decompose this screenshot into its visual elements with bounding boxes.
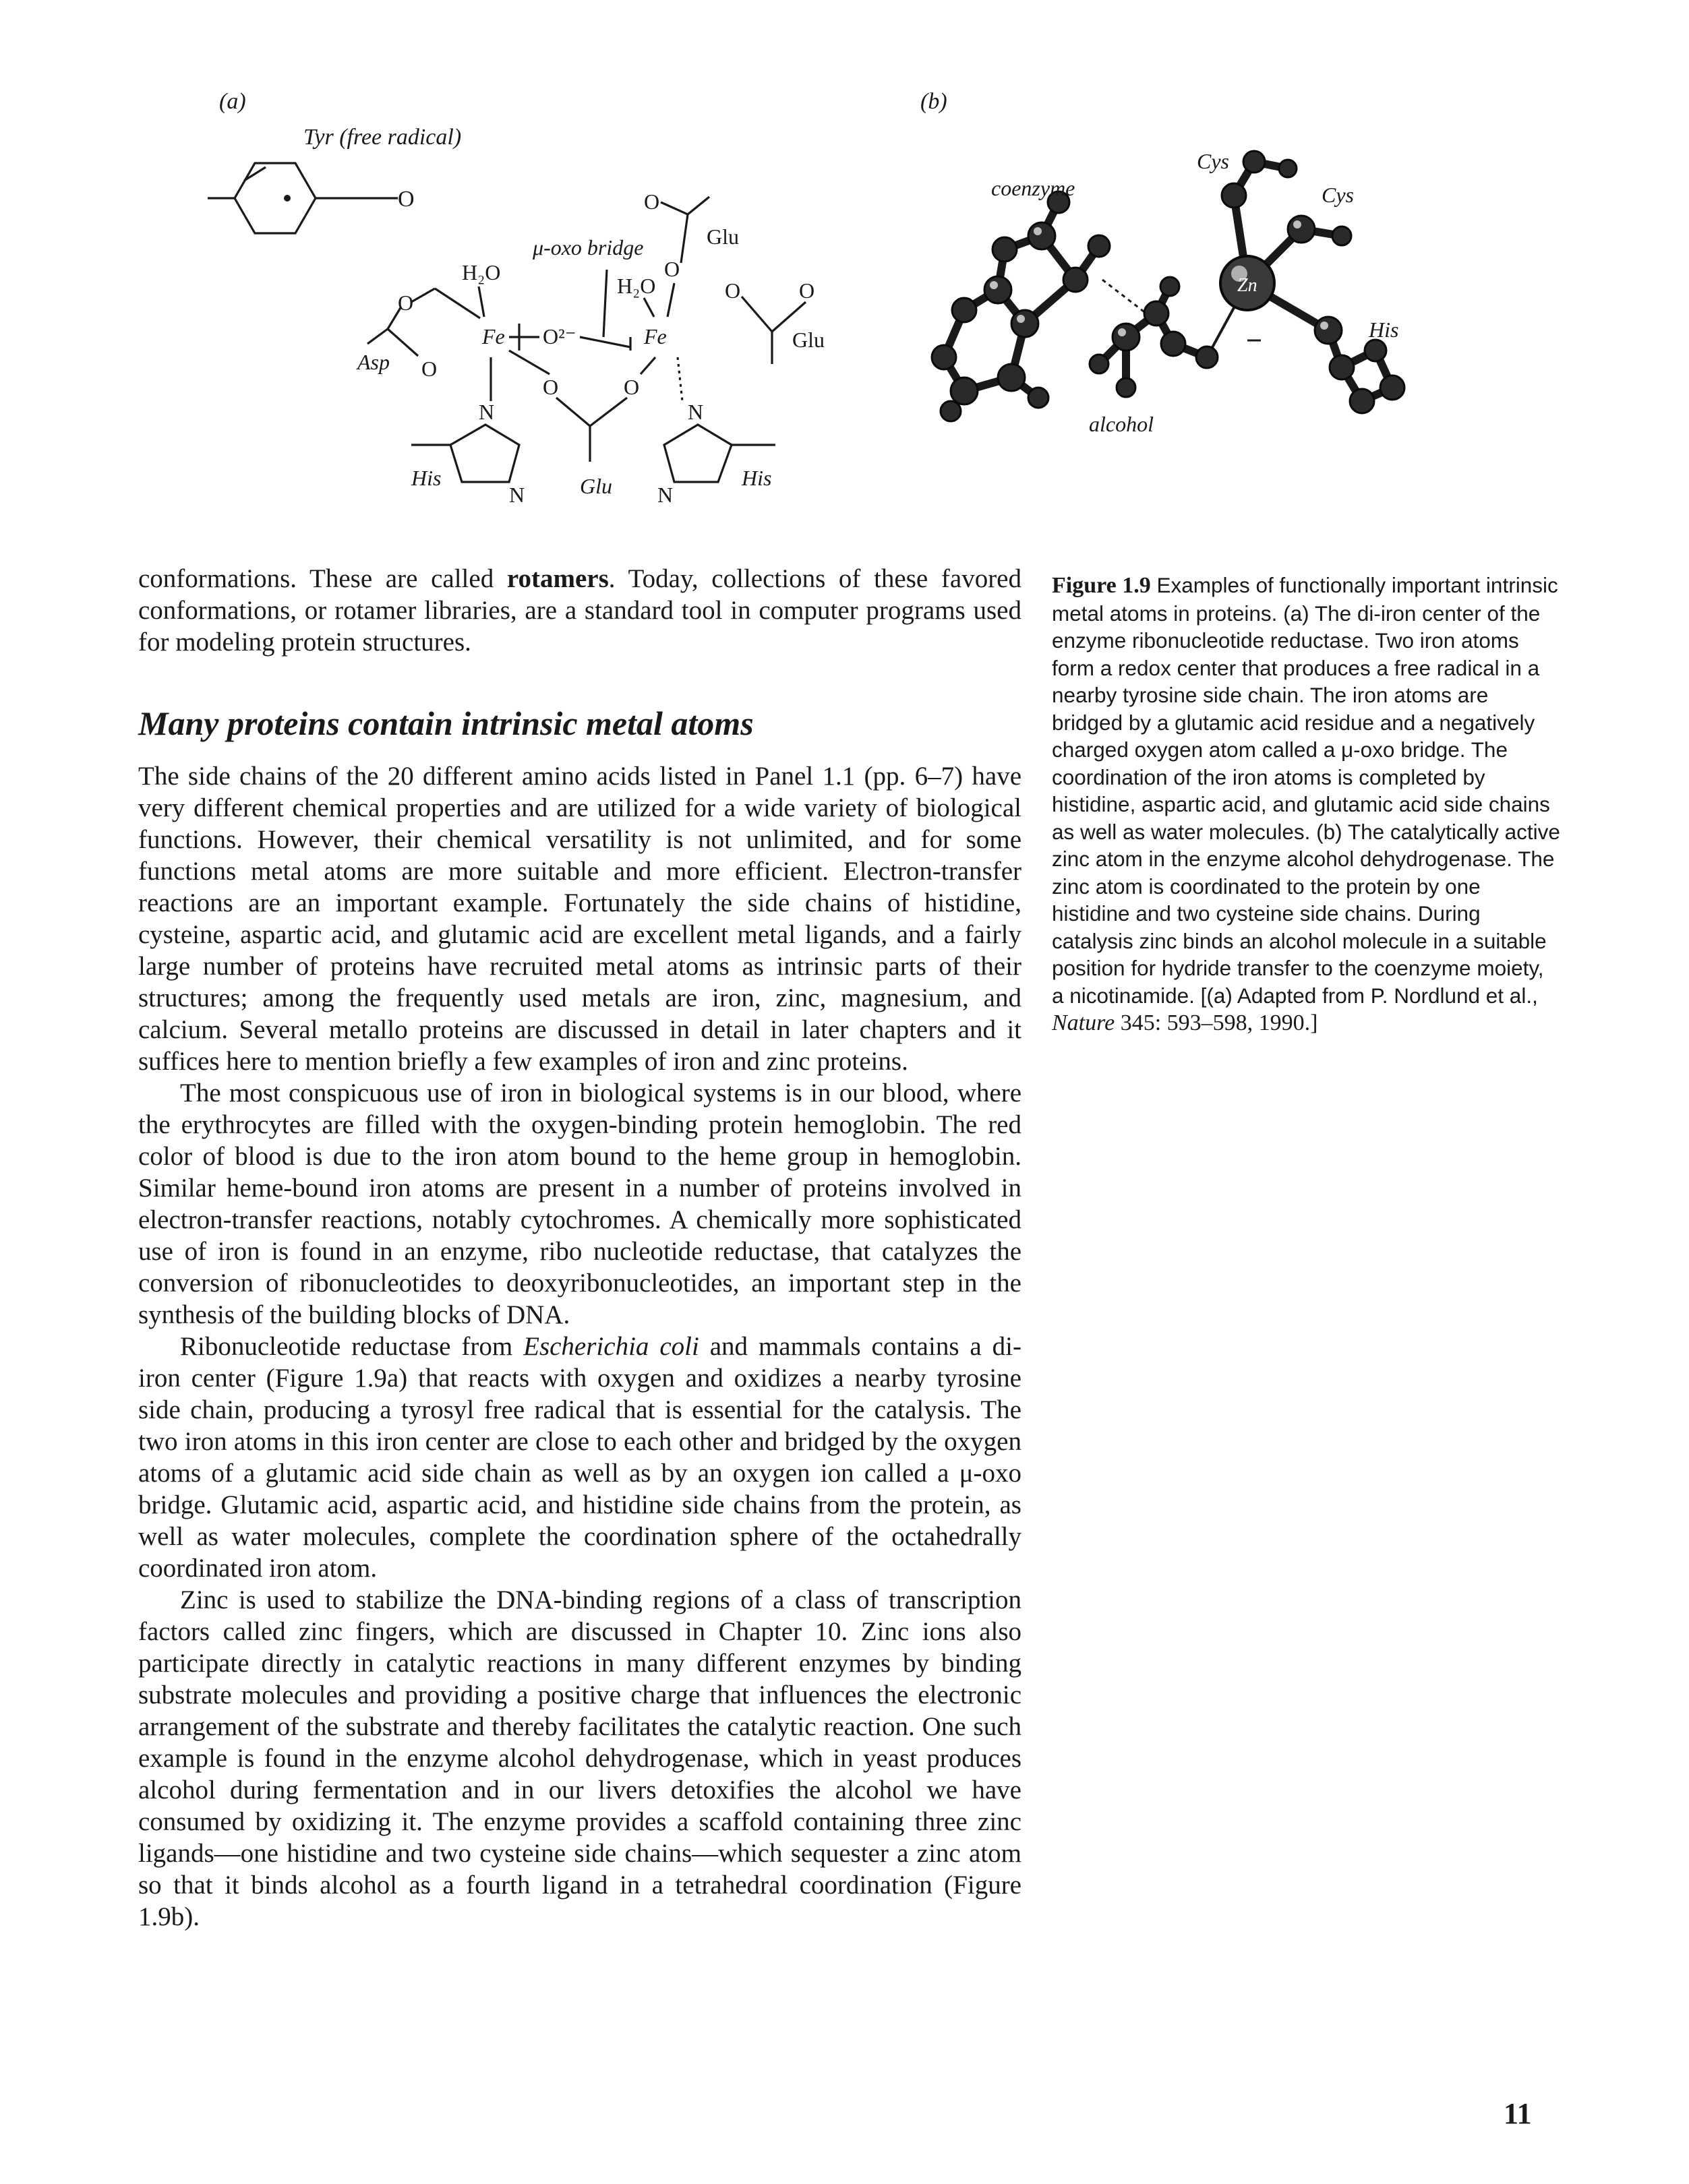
paragraph-side-chains: The side chains of the 20 different amin… xyxy=(138,762,1021,1076)
cys2-label: Cys xyxy=(1322,183,1354,207)
tyr-label: Tyr (free radical) xyxy=(303,125,461,150)
o-asp-lower: O xyxy=(421,357,437,381)
glu-bottom-label: Glu xyxy=(580,474,612,498)
caption-text: Examples of functionally important intri… xyxy=(1052,573,1560,1008)
caption-ref: 345: 593–598, 1990.] xyxy=(1115,1010,1318,1035)
paragraph-iron: The most conspicuous use of iron in biol… xyxy=(138,1079,1021,1329)
n-his-right-a: N xyxy=(688,400,703,424)
o-glu-right-a: O xyxy=(725,278,740,303)
tyr-oxygen: O xyxy=(398,187,415,212)
fe-left: Fe xyxy=(481,324,505,348)
glu-right-label: Glu xyxy=(792,328,825,352)
his-right-label: His xyxy=(741,466,771,490)
term-rotamers: rotamers xyxy=(506,564,609,593)
paragraph-zinc: Zinc is used to stabilize the DNA-bindin… xyxy=(138,1585,1021,1931)
figure-caption: Figure 1.9 Examples of functionally impo… xyxy=(1052,572,1561,1037)
n-his-right-b: N xyxy=(657,483,673,507)
species-name: Escherichia coli xyxy=(523,1332,699,1361)
panel-b-label: (b) xyxy=(920,89,947,114)
page-number: 11 xyxy=(1504,2097,1532,2130)
radical-dot xyxy=(284,195,291,202)
main-text-column: conformations. These are called rotamers… xyxy=(138,563,1021,1933)
o-glu-top: O xyxy=(644,189,659,214)
zn-label: Zn xyxy=(1237,275,1257,296)
glu-top-label: Glu xyxy=(707,224,739,249)
caption-label: Figure 1.9 xyxy=(1052,573,1151,598)
his-right-ring xyxy=(663,423,733,483)
paragraph-ribonucleotide-reductase: Ribonucleotide reductase from Escherichi… xyxy=(138,1332,1021,1583)
tyr-ring xyxy=(233,162,317,235)
coenzyme-label: coenzyme xyxy=(991,176,1075,200)
asp-label: Asp xyxy=(356,350,390,374)
section-heading: Many proteins contain intrinsic metal at… xyxy=(138,704,754,742)
o-asp-upper: O xyxy=(398,291,413,315)
panel-a-label: (a) xyxy=(219,89,246,114)
mu-oxo-label: μ-oxo bridge xyxy=(532,235,643,260)
o-fe-right: O xyxy=(664,257,680,281)
cys1-label: Cys xyxy=(1197,149,1229,173)
his-label-b: His xyxy=(1368,317,1398,342)
alcohol-label: alcohol xyxy=(1089,412,1154,436)
o-glu-right-b: O xyxy=(799,278,814,303)
n-his-left-b: N xyxy=(509,483,525,507)
n-his-left-a: N xyxy=(479,400,494,424)
paragraph-rotamers: conformations. These are called rotamers… xyxy=(138,564,1021,657)
o-glu-bottom-a: O xyxy=(543,375,558,399)
panel-b-zinc-site: Zn coenzyme Cys Cys His alcohol xyxy=(930,149,1406,436)
caption-journal: Nature xyxy=(1052,1010,1115,1035)
fe-right: Fe xyxy=(643,324,667,348)
h2o-right: H₂O xyxy=(617,274,655,298)
his-left-ring xyxy=(449,423,521,483)
panel-a-diiron-diagram: O Tyr (free radical) μ-oxo bridge O Glu … xyxy=(208,125,825,507)
o-glu-bottom-b: O xyxy=(624,375,639,399)
h2o-left: H₂O xyxy=(462,260,500,284)
his-left-label: His xyxy=(411,466,441,490)
mu-oxo-o2minus: O²⁻ xyxy=(543,324,576,348)
